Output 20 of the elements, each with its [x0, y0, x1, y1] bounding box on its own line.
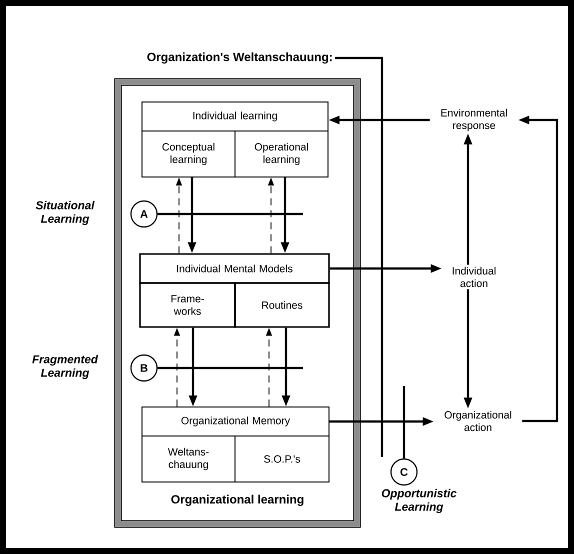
process-box: Routines — [234, 282, 330, 328]
process-box: Organizational Memory — [142, 406, 330, 436]
process-box: S.O.P.'s — [234, 436, 330, 482]
node-text: Organizational action — [444, 410, 512, 432]
process-box: Operational learning — [234, 130, 328, 178]
side-label: Opportunistic Learning — [382, 488, 457, 514]
process-box: Individual Mental Models — [139, 253, 330, 284]
process-box: Frame-works — [139, 282, 236, 328]
heading-text: Organization's Weltanschauung: — [147, 52, 332, 64]
node-text: Environmental response — [441, 108, 507, 132]
side-label: Situational Learning — [36, 200, 95, 226]
line — [158, 366, 303, 370]
line — [158, 212, 303, 216]
node-text: Individual action — [452, 266, 496, 288]
side-label: Fragmented Learning — [32, 354, 98, 380]
process-box: Conceptual learning — [142, 130, 236, 178]
line — [335, 56, 384, 457]
line — [402, 386, 406, 458]
process-box: Weltans-chauung — [142, 436, 236, 482]
process-box: Individual learning — [142, 102, 328, 132]
